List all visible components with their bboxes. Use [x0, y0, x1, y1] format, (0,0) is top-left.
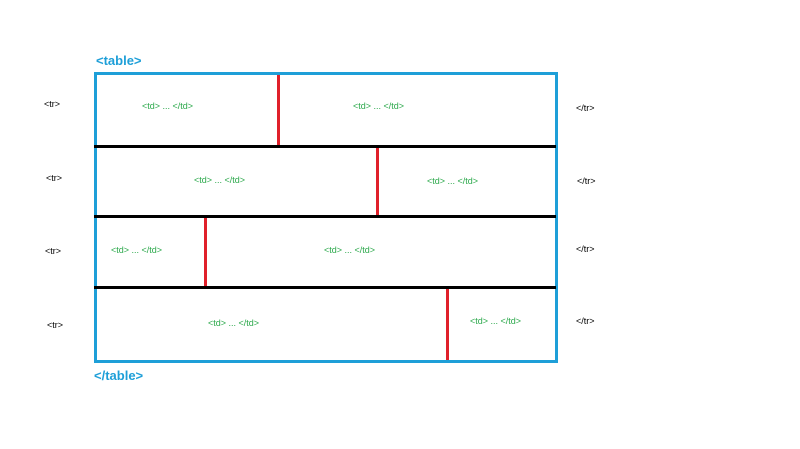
td-label-row-1-cell-2: <td> ... </td> — [353, 101, 405, 111]
tr-close-label-row-1: </tr> — [576, 103, 595, 113]
tr-open-label-row-4: <tr> — [47, 320, 64, 330]
tr-close-label-row-3: </tr> — [576, 244, 595, 254]
tr-open-label-row-2: <tr> — [46, 173, 63, 183]
cell-divider-row-2 — [376, 148, 379, 215]
tr-close-label-row-2: </tr> — [577, 176, 596, 186]
tr-open-label-row-1: <tr> — [44, 99, 61, 109]
td-label-row-4-cell-2: <td> ... </td> — [470, 316, 522, 326]
tr-open-label-row-3: <tr> — [45, 246, 62, 256]
td-label-row-4-cell-1: <td> ... </td> — [208, 318, 260, 328]
tr-close-label-row-4: </tr> — [576, 316, 595, 326]
td-label-row-2-cell-2: <td> ... </td> — [427, 176, 479, 186]
td-label-row-2-cell-1: <td> ... </td> — [194, 175, 246, 185]
td-label-row-3-cell-1: <td> ... </td> — [111, 245, 163, 255]
table-open-tag: <table> — [96, 53, 142, 68]
td-label-row-3-cell-2: <td> ... </td> — [324, 245, 376, 255]
row-separator-2 — [94, 215, 556, 218]
row-separator-1 — [94, 145, 556, 148]
td-label-row-1-cell-1: <td> ... </td> — [142, 101, 194, 111]
row-separator-3 — [94, 286, 556, 289]
cell-divider-row-1 — [277, 75, 280, 145]
table-close-tag: </table> — [94, 368, 144, 383]
cell-divider-row-4 — [446, 289, 449, 360]
cell-divider-row-3 — [204, 218, 207, 286]
